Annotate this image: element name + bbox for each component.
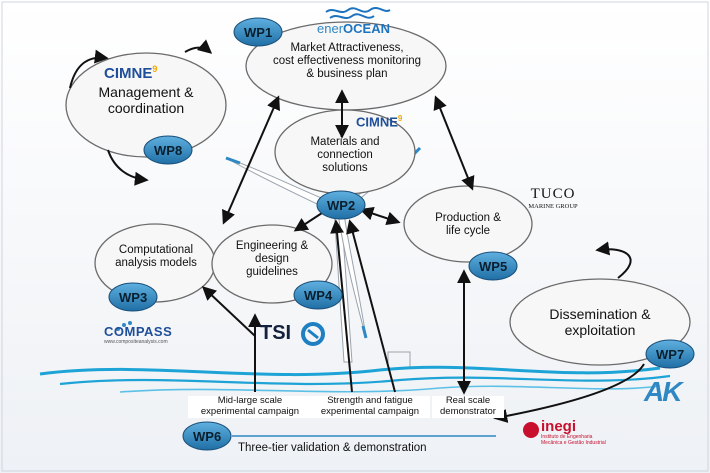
tsi-logo: TSI	[260, 322, 291, 345]
compass-dots	[116, 321, 132, 331]
inegi-logo: inegi Instituto de Engenharia Mecânica e…	[541, 418, 606, 446]
cimne-text: CIMNE	[356, 114, 398, 130]
campaign-real-scale: Real scale demonstrator	[432, 395, 504, 418]
wp5-label: WP5	[479, 259, 508, 274]
wp2-label: WP2	[327, 198, 356, 213]
wp3-label: WP3	[119, 290, 148, 305]
wp1-label: WP1	[244, 25, 273, 40]
inegi-sub: Instituto de Engenharia Mecânica e Gestã…	[541, 434, 606, 446]
wp3-badge	[108, 282, 158, 312]
wp6-title: Three-tier validation & demonstration	[238, 442, 427, 454]
cimne-logo-wp2: CIMNE9	[356, 114, 402, 129]
campaign-strength-fatigue: Strength and fatigue experimental campai…	[310, 395, 430, 418]
wp-badges	[108, 17, 695, 451]
wp2-title: Materials and connection solutions	[310, 136, 380, 175]
wp7-badge	[645, 339, 695, 369]
wp1-badge	[233, 17, 283, 47]
tuco-logo: TUCO MARINE GROUP	[522, 186, 584, 210]
ak-logo: AK	[644, 376, 682, 408]
wp4-badge	[293, 280, 343, 310]
wp7-label: WP7	[656, 347, 685, 362]
wp8-label: WP8	[154, 143, 183, 158]
cimne-sup: 9	[397, 114, 403, 123]
sea-waves	[39, 365, 671, 393]
wp6-badge	[182, 421, 232, 451]
package-ellipses	[65, 21, 691, 366]
wp4-title: Engineering & design guidelines	[235, 240, 309, 279]
enerocean-ener: ener	[317, 21, 344, 36]
enerocean-logo: enerOCEAN	[317, 21, 390, 36]
wp5-title: Production & life cycle	[435, 212, 501, 238]
blade-tip-down	[361, 325, 368, 339]
cimne-sup: 9	[152, 64, 158, 74]
wp5-badge	[468, 251, 518, 281]
wp6-label: WP6	[193, 429, 222, 444]
compass-sub: www.compositeanalysis.com	[104, 339, 168, 345]
wp4-label: WP4	[304, 288, 333, 303]
compass-logo: COMPASS www.compositeanalysis.com	[104, 324, 172, 345]
enerocean-ocean: OCEAN	[343, 21, 390, 36]
wp7-title: Dissemination & exploitation	[549, 306, 651, 339]
tsi-slash	[307, 328, 319, 340]
compass-main: COMPASS	[104, 324, 173, 339]
tuco-main: TUCO	[530, 186, 576, 202]
inegi-mark	[523, 422, 539, 438]
enerocean-waves	[325, 7, 391, 19]
inegi-main: inegi	[541, 418, 577, 435]
wp4-ellipse	[211, 224, 333, 304]
tsi-ring	[301, 322, 325, 346]
tuco-sub: MARINE GROUP	[528, 203, 578, 210]
wp7-ellipse	[509, 278, 691, 366]
dependency-arrows	[69, 39, 645, 423]
wp2-badge	[316, 190, 366, 220]
tsi-text: TSI	[260, 322, 292, 344]
cimne-text: CIMNE	[104, 65, 153, 82]
wp8-title: Management & coordination	[98, 84, 194, 117]
cimne-logo-wp8: CIMNE9	[104, 64, 157, 82]
wp1-title: Market Attractiveness, cost effectivenes…	[272, 42, 422, 81]
ak-text: AK	[644, 376, 682, 407]
campaign-mid-large: Mid-large scale experimental campaign	[188, 395, 312, 418]
wp3-title: Computational analysis models	[115, 244, 197, 270]
wp8-badge	[143, 135, 193, 165]
